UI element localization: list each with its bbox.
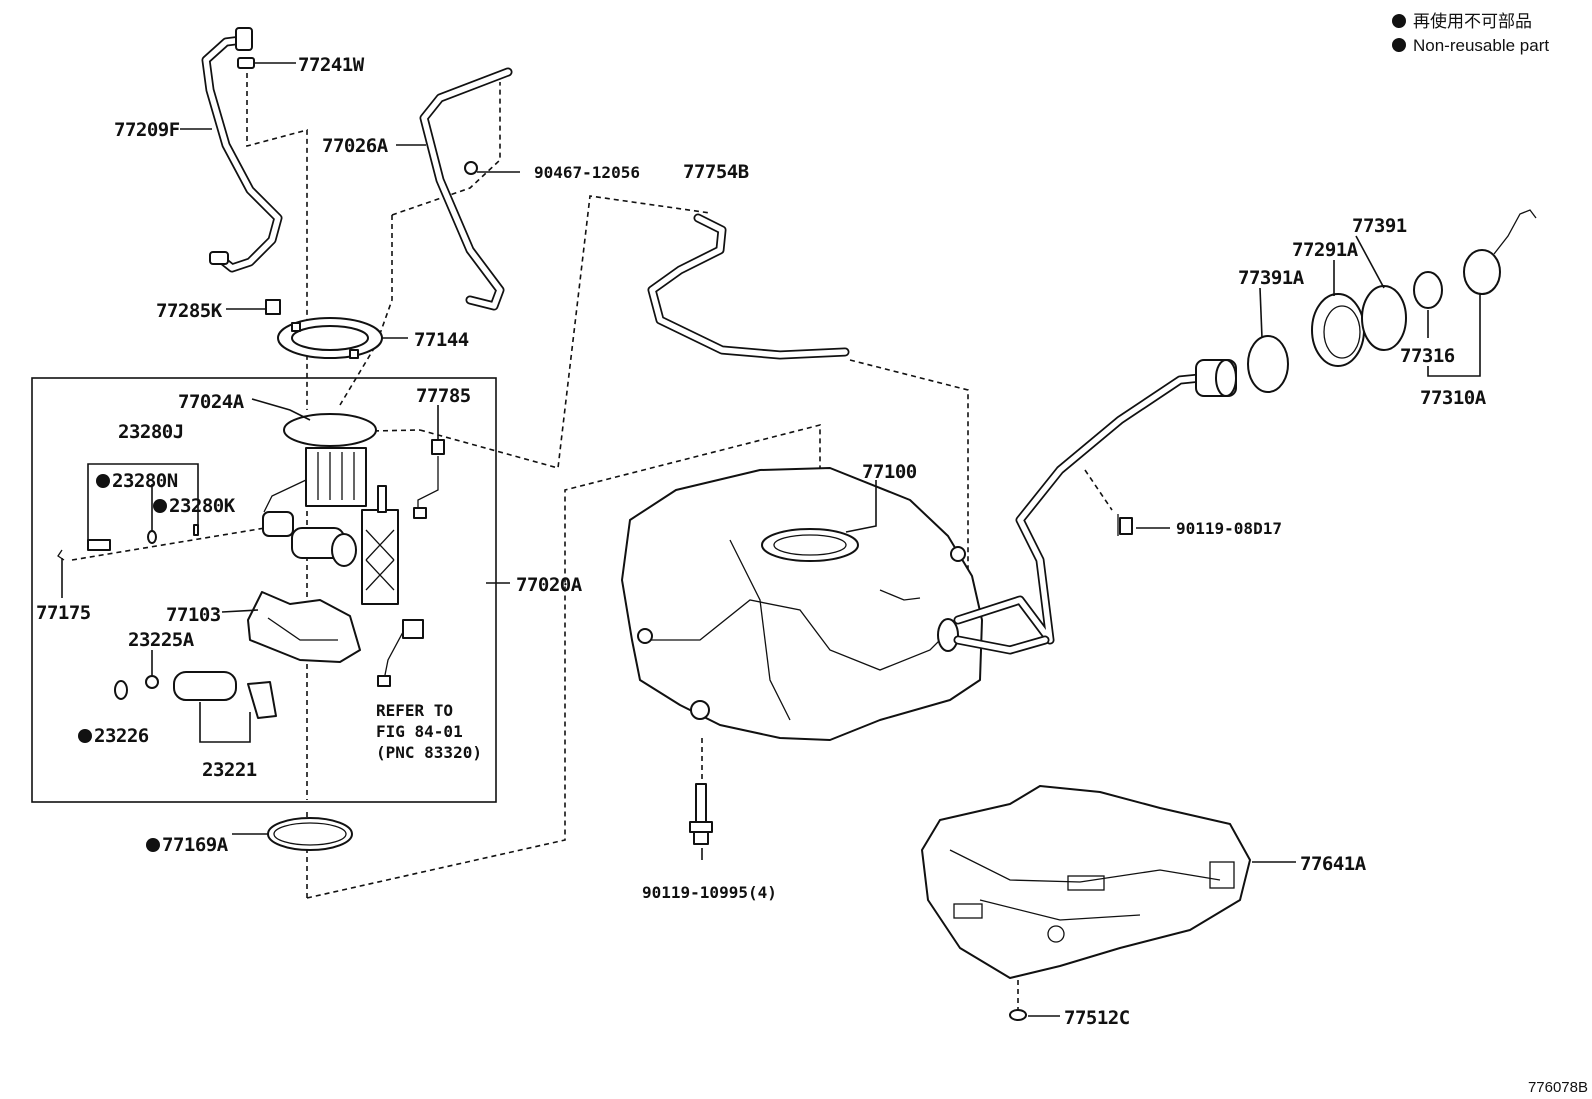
figure-code: 776078B <box>1528 1079 1588 1096</box>
reference-note-line3: (PNC 83320) <box>376 743 482 762</box>
reference-note-line1: REFER TO <box>376 701 453 720</box>
clip-77285k <box>265 299 281 315</box>
wire-harness-77209f <box>201 27 283 273</box>
filler-pipe <box>953 359 1237 655</box>
retainer-ring-77144 <box>277 317 383 359</box>
hose-77754b <box>647 213 850 360</box>
reference-note-line2: FIG 84-01 <box>376 722 463 741</box>
label-77209f: 77209F <box>114 119 180 141</box>
label-90119-08d17: 90119-08D17 <box>1176 519 1282 538</box>
non-reusable-dot-icon <box>96 474 110 488</box>
ring-77316 <box>1413 271 1443 309</box>
fuel-pump-23221 <box>173 671 277 719</box>
label-77175: 77175 <box>36 602 91 624</box>
non-reusable-dot-icon <box>146 838 160 852</box>
label-77754b: 77754B <box>683 161 749 183</box>
gasket-77391 <box>1361 285 1407 351</box>
tube-77026a <box>419 67 513 311</box>
label-77391a: 77391A <box>1238 267 1305 289</box>
label-23280n: 23280N <box>112 470 178 492</box>
clamp-77241w <box>237 57 255 69</box>
label-23221: 23221 <box>202 759 257 781</box>
label-77391: 77391 <box>1352 215 1407 237</box>
label-77785: 77785 <box>416 385 471 407</box>
non-reusable-dot-icon <box>1392 38 1406 52</box>
pump-bracket-77103 <box>247 591 361 663</box>
clip-77175 <box>57 549 65 561</box>
bolt-90119-10995 <box>689 783 713 845</box>
legend-en: Non-reusable part <box>1413 36 1549 55</box>
sender-wire <box>377 619 424 687</box>
label-77310a: 77310A <box>1420 387 1487 409</box>
reference-note: REFER TO FIG 84-01 (PNC 83320) <box>376 701 482 762</box>
fuel-pump-assembly-box <box>31 377 497 803</box>
fuel-cap-77310a <box>1463 209 1537 295</box>
tank-protector-77641a <box>921 785 1251 979</box>
label-23280j: 23280J <box>118 421 184 443</box>
label-77103: 77103 <box>166 604 221 626</box>
label-77100: 77100 <box>862 461 917 483</box>
label-23225a: 23225A <box>128 629 195 651</box>
label-77291a: 77291A <box>1292 239 1359 261</box>
pressure-regulator <box>262 511 357 567</box>
leader-lines <box>61 62 1481 1017</box>
filter-23225a <box>145 675 159 689</box>
label-77144: 77144 <box>414 329 469 351</box>
non-reusable-dot-icon <box>153 499 167 513</box>
connector-23280j <box>87 539 111 551</box>
label-77024a: 77024A <box>178 391 245 413</box>
clip-77512c <box>1009 1009 1027 1021</box>
label-77512c: 77512C <box>1064 1007 1130 1029</box>
clip-90467 <box>464 161 478 175</box>
seal-77291a <box>1311 293 1365 367</box>
part-labels: 77241W 77209F 77026A 90467-12056 77754B … <box>36 54 1487 1029</box>
oring-23280k <box>193 524 199 536</box>
label-90119-10995: 90119-10995(4) <box>642 883 777 902</box>
fuel-filter-frame <box>361 485 399 605</box>
label-77026a: 77026A <box>322 135 389 157</box>
fuel-tank-77100 <box>621 467 983 741</box>
label-77020a: 77020A <box>516 574 583 596</box>
legend: 再使用不可部品 Non-reusable part <box>1392 11 1549 55</box>
assembly-guide-lines <box>71 64 1113 1010</box>
fuel-pump-module-77024a <box>263 413 377 513</box>
label-77285k: 77285K <box>156 300 223 322</box>
label-23226: 23226 <box>94 725 149 747</box>
oring-23280n <box>147 530 157 544</box>
label-77641a: 77641A <box>1300 853 1367 875</box>
gasket-77169a <box>267 817 353 851</box>
legend-jp: 再使用不可部品 <box>1413 11 1532 31</box>
label-77241w: 77241W <box>298 54 365 76</box>
gasket-77391a <box>1247 335 1289 393</box>
non-reusable-dot-icon <box>78 729 92 743</box>
oring-23226 <box>114 680 128 700</box>
bolt-90119-08d17 <box>1117 514 1133 536</box>
label-77169a: 77169A <box>162 834 229 856</box>
label-90467-12056: 90467-12056 <box>534 163 640 182</box>
non-reusable-dot-icon <box>1392 14 1406 28</box>
label-23280k: 23280K <box>169 495 236 517</box>
label-77316: 77316 <box>1400 345 1455 367</box>
fuel-sender-77785 <box>413 439 445 519</box>
